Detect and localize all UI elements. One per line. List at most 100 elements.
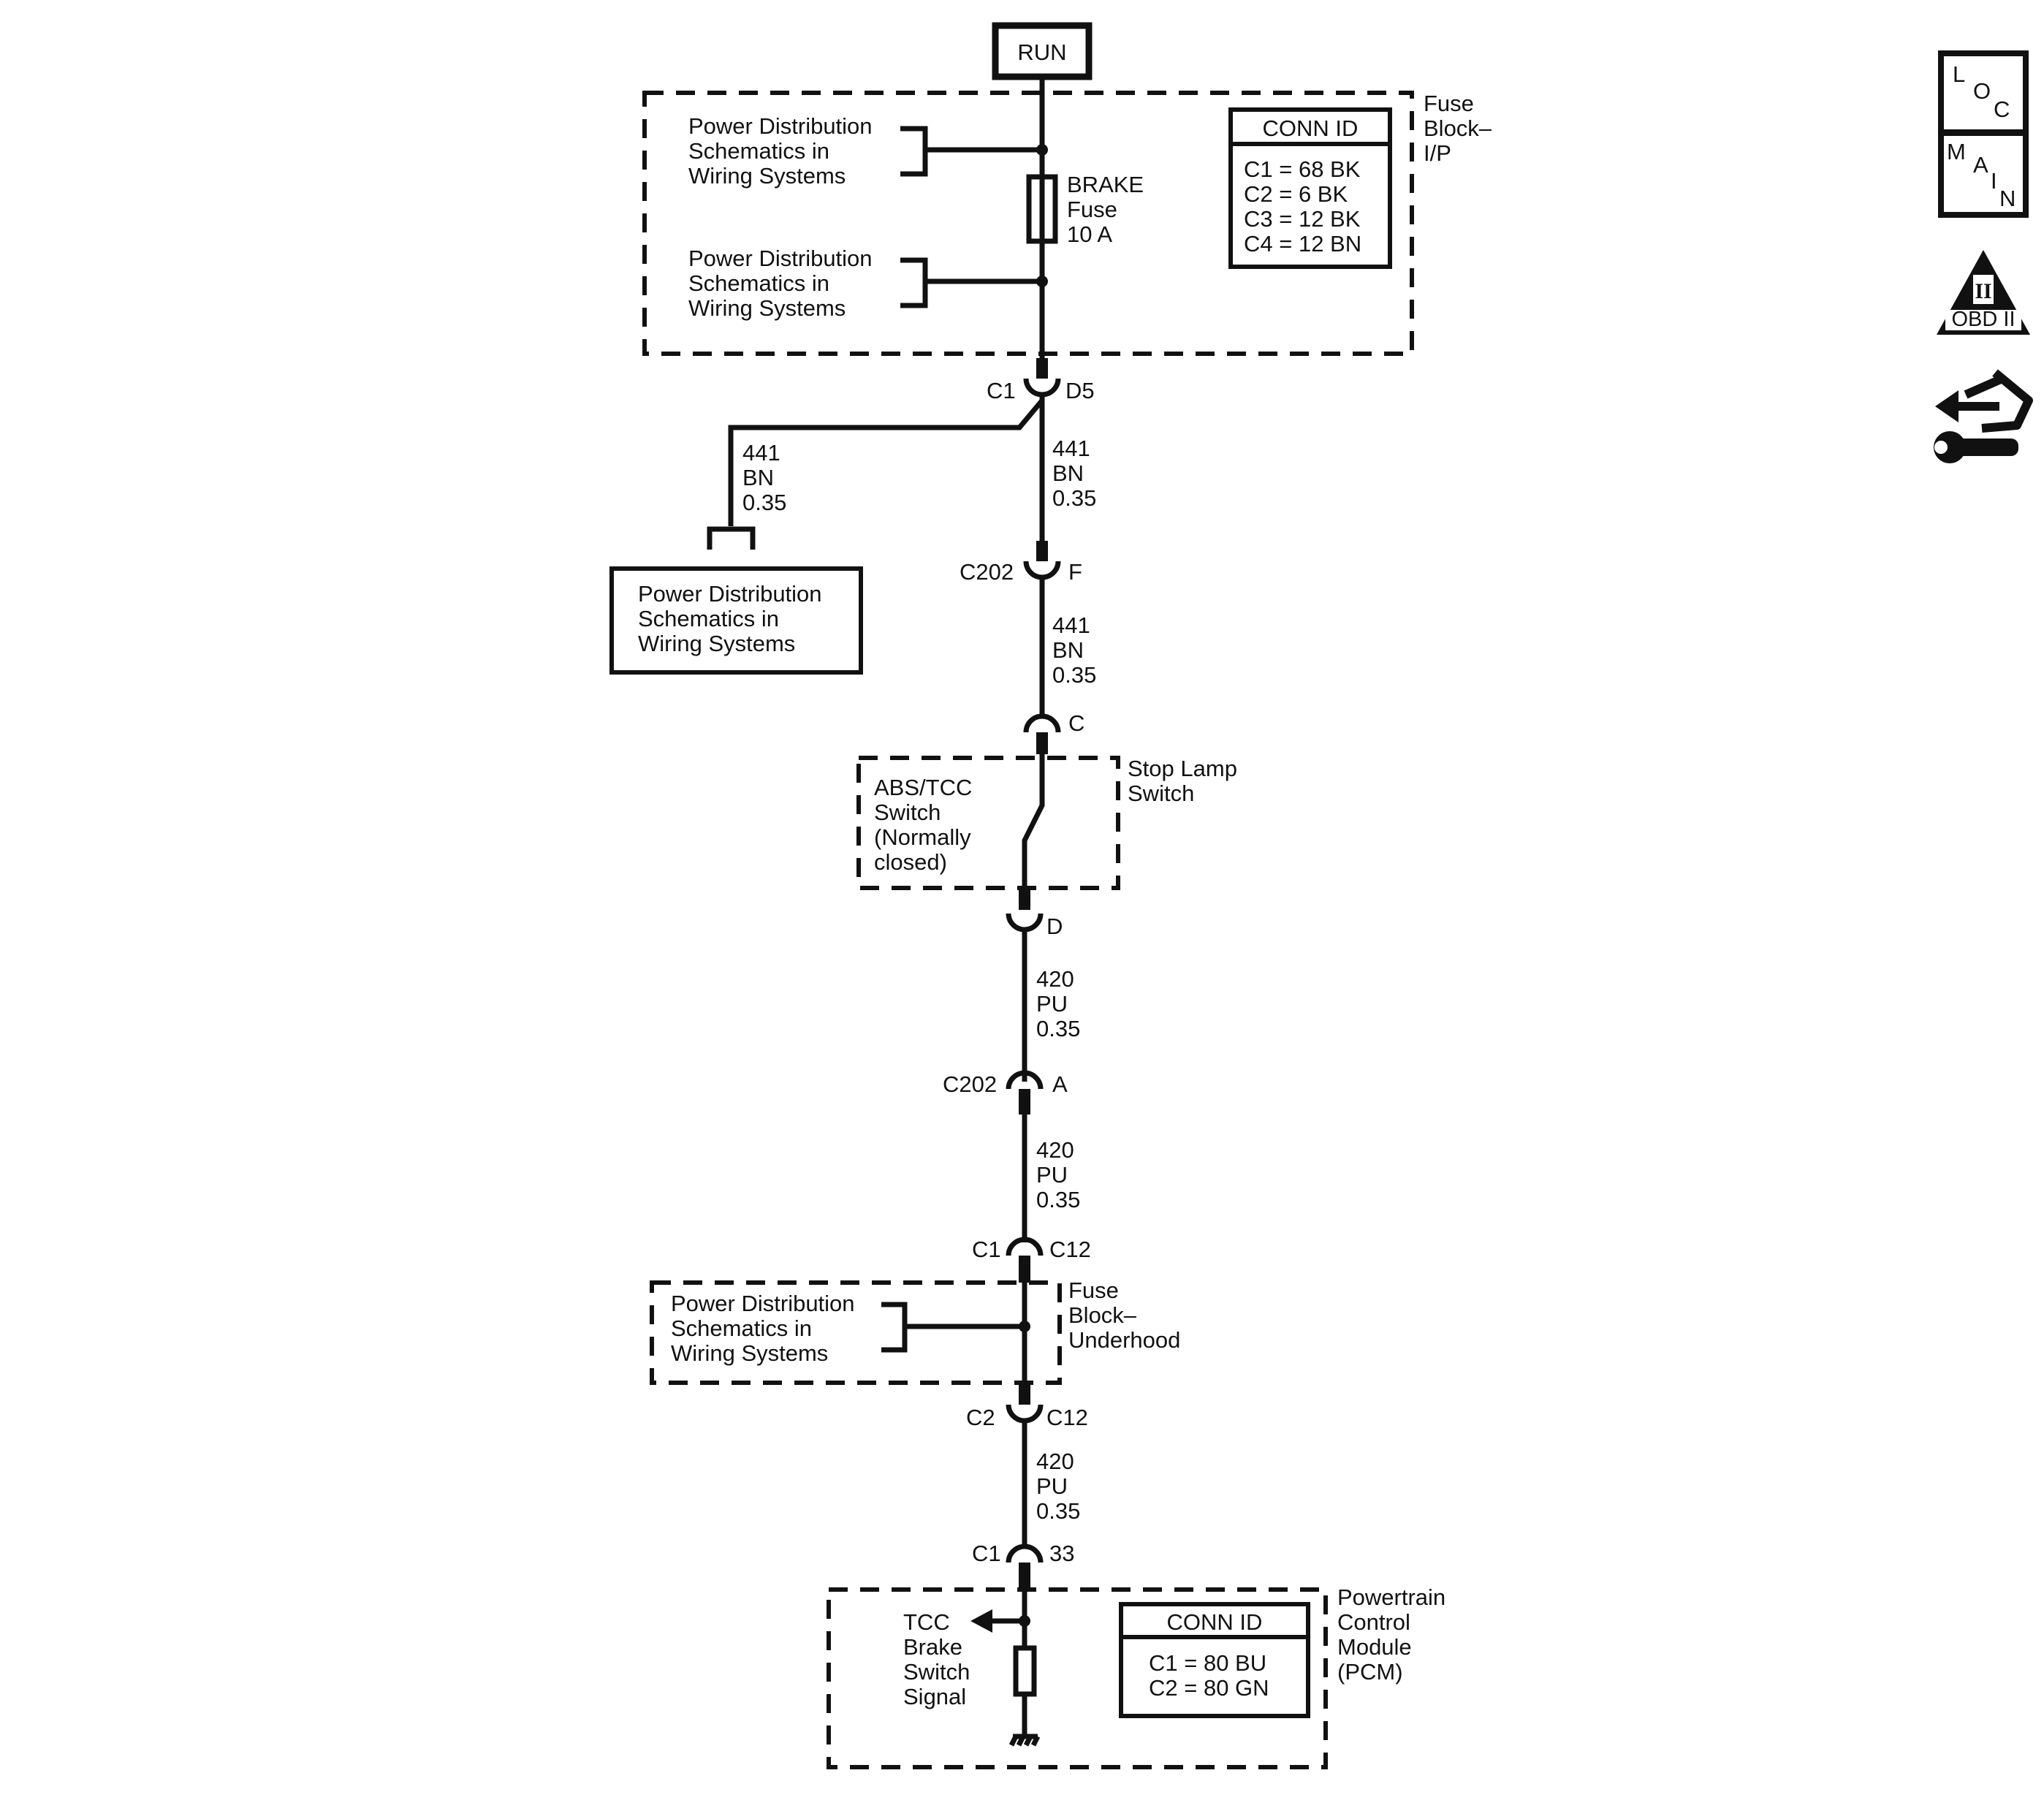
stop-lamp-switch-boundary — [856, 756, 1120, 890]
pcm-conn-id-title: CONN ID — [1167, 1609, 1263, 1635]
main-icon[interactable]: M A I N — [1938, 130, 2029, 218]
svg-text:0.35: 0.35 — [1036, 1498, 1080, 1524]
svg-text:420: 420 — [1036, 1449, 1074, 1474]
power-ref-side-box: Power Distribution Schematics in Wiring … — [609, 566, 863, 675]
wire-441-left-label: 441 BN 0.35 — [742, 440, 786, 515]
svg-text:10 A: 10 A — [1067, 221, 1112, 247]
svg-text:Wiring Systems: Wiring Systems — [688, 163, 846, 189]
svg-text:Stop Lamp: Stop Lamp — [1128, 756, 1237, 781]
svg-text:420: 420 — [1036, 966, 1074, 992]
obd-ii-icon[interactable]: II OBD II — [1937, 250, 2030, 335]
svg-text:Switch: Switch — [1128, 781, 1194, 806]
svg-text:Schematics in: Schematics in — [671, 1315, 812, 1341]
svg-text:(Normally: (Normally — [874, 824, 971, 850]
svg-text:0.35: 0.35 — [1052, 662, 1096, 688]
svg-text:II: II — [1975, 279, 1991, 303]
svg-text:Powertrain: Powertrain — [1337, 1584, 1445, 1610]
svg-text:A: A — [1973, 152, 1988, 178]
pcm-conn-id-c2: C2 = 80 GN — [1149, 1675, 1269, 1701]
connector-c202-a-pin: A — [1052, 1071, 1068, 1097]
svg-text:Switch: Switch — [874, 800, 941, 825]
wrench-arrows-icon[interactable] — [1934, 369, 2033, 463]
wire-420-1-label: 420 PU 0.35 — [1036, 966, 1080, 1041]
loc-icon[interactable]: L O C — [1938, 50, 2029, 135]
conn-id-c2: C2 = 6 BK — [1244, 181, 1348, 207]
fuse-block-ip-conn-id-box: CONN ID C1 = 68 BK C2 = 6 BK C3 = 12 BK … — [1228, 107, 1392, 269]
connector-c1-d5 — [1023, 378, 1061, 398]
svg-text:Power Distribution: Power Distribution — [688, 113, 873, 139]
svg-text:I: I — [1991, 168, 1997, 194]
connector-c2-c12-conn: C2 — [966, 1405, 995, 1430]
svg-text:441: 441 — [1052, 436, 1090, 461]
fuse-block-underhood-boundary — [650, 1280, 1062, 1385]
svg-text:C: C — [1994, 96, 2010, 122]
connector-c1-33 — [1006, 1544, 1044, 1563]
svg-text:BN: BN — [1052, 637, 1084, 663]
svg-text:Fuse: Fuse — [1067, 197, 1117, 222]
connector-c202-f — [1023, 561, 1061, 580]
run-label: RUN — [1017, 39, 1066, 65]
conn-id-title: CONN ID — [1263, 115, 1359, 141]
abs-tcc-switch — [1022, 754, 1045, 893]
abs-tcc-switch-label: ABS/TCC Switch (Normally closed) — [874, 775, 972, 875]
brake-fuse-label: BRAKE Fuse 10 A — [1067, 172, 1144, 247]
svg-text:Power Distribution: Power Distribution — [688, 246, 873, 271]
svg-text:TCC: TCC — [903, 1609, 950, 1635]
svg-text:Wiring Systems: Wiring Systems — [638, 631, 795, 656]
svg-text:Switch: Switch — [903, 1659, 970, 1685]
svg-text:PU: PU — [1036, 1473, 1068, 1499]
svg-text:Block–: Block– — [1068, 1302, 1137, 1328]
power-ref-top: Power Distribution Schematics in Wiring … — [688, 113, 873, 189]
pcm-boundary — [827, 1587, 1328, 1769]
svg-text:0.35: 0.35 — [1036, 1016, 1080, 1041]
svg-text:Block–: Block– — [1424, 115, 1492, 141]
svg-text:441: 441 — [1052, 612, 1090, 638]
svg-text:OBD II: OBD II — [1951, 308, 2015, 331]
run-box: RUN — [992, 22, 1093, 80]
svg-text:L: L — [1953, 61, 1965, 87]
connector-c1-d5-pin: D5 — [1065, 378, 1095, 403]
svg-text:Wiring Systems: Wiring Systems — [671, 1340, 828, 1366]
connector-c202-a-conn: C202 — [943, 1071, 997, 1097]
connector-c1-c12-pin: C12 — [1049, 1237, 1091, 1262]
pcm-conn-id-c1: C1 = 80 BU — [1149, 1650, 1266, 1676]
svg-text:Brake: Brake — [903, 1634, 962, 1660]
connector-c202-f-pin: F — [1068, 559, 1082, 585]
power-ref-bottom: Power Distribution Schematics in Wiring … — [688, 246, 873, 321]
svg-text:closed): closed) — [874, 849, 947, 875]
connector-c202-a — [1006, 1070, 1044, 1090]
svg-text:I/P: I/P — [1424, 140, 1451, 166]
svg-text:0.35: 0.35 — [1036, 1187, 1080, 1212]
connector-stop-c-pin: C — [1068, 710, 1084, 736]
connector-stop-d — [1006, 913, 1044, 933]
pcm-name: Powertrain Control Module (PCM) — [1337, 1584, 1445, 1685]
svg-text:Fuse: Fuse — [1424, 91, 1474, 116]
svg-text:Underhood: Underhood — [1068, 1327, 1180, 1353]
connector-c1-d5-conn: C1 — [987, 378, 1016, 403]
signal-arrow-icon — [970, 1609, 992, 1633]
svg-text:M: M — [1947, 139, 1966, 164]
connector-c1-c12-conn: C1 — [972, 1237, 1001, 1262]
ground-icon — [1008, 1734, 1041, 1747]
svg-text:Control: Control — [1337, 1609, 1410, 1635]
connector-c2-c12 — [1006, 1404, 1044, 1424]
wire-420-2-label: 420 PU 0.35 — [1036, 1137, 1080, 1212]
wire-420-3-label: 420 PU 0.35 — [1036, 1449, 1080, 1524]
conn-id-c1: C1 = 68 BK — [1244, 156, 1361, 182]
svg-text:(PCM): (PCM) — [1337, 1659, 1403, 1685]
tcc-brake-switch-signal-label: TCC Brake Switch Signal — [903, 1609, 970, 1709]
svg-text:Module: Module — [1337, 1634, 1412, 1660]
connector-c1-c12 — [1006, 1237, 1044, 1256]
svg-text:Schematics in: Schematics in — [688, 138, 829, 164]
svg-text:Wiring Systems: Wiring Systems — [688, 295, 846, 321]
wire-441-2-label: 441 BN 0.35 — [1052, 612, 1096, 688]
fuse-block-underhood-power-ref: Power Distribution Schematics in Wiring … — [671, 1291, 855, 1366]
pcm-conn-id-box: CONN ID C1 = 80 BU C2 = 80 GN — [1119, 1602, 1310, 1718]
svg-text:0.35: 0.35 — [1052, 485, 1096, 511]
svg-text:Power Distribution: Power Distribution — [638, 581, 822, 607]
svg-text:441: 441 — [742, 440, 780, 466]
conn-id-c3: C3 = 12 BK — [1244, 206, 1361, 232]
svg-text:Schematics in: Schematics in — [688, 270, 829, 296]
svg-text:N: N — [1999, 186, 2015, 211]
